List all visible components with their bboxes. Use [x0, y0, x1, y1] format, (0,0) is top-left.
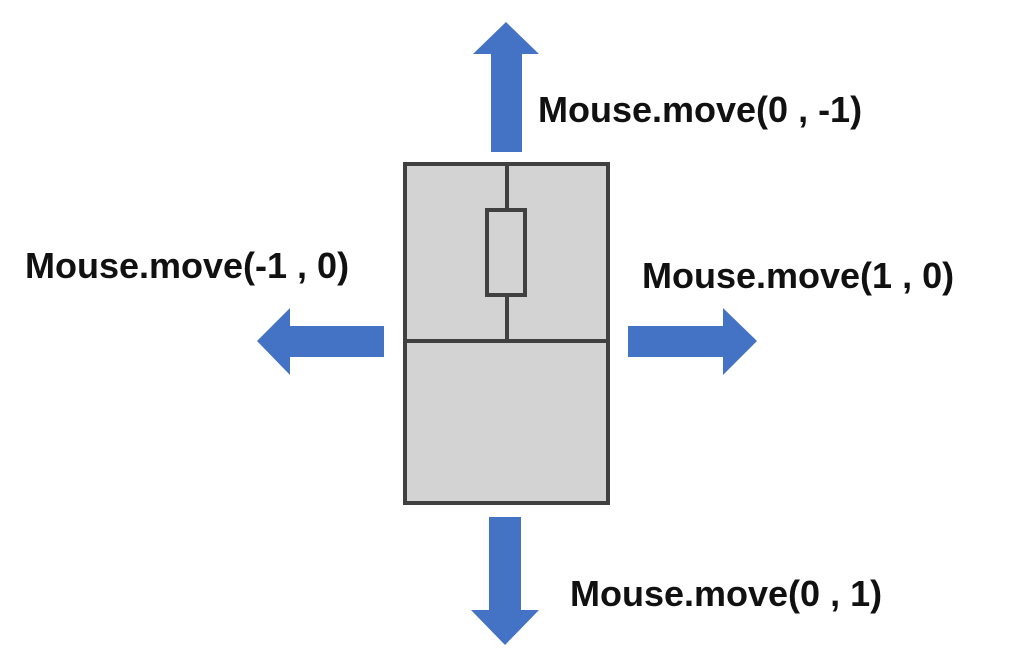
arrow-down [471, 517, 539, 645]
arrow-left [257, 308, 384, 375]
label-move-down: Mouse.move(0 , 1) [570, 573, 883, 614]
label-move-up: Mouse.move(0 , -1) [538, 89, 863, 130]
arrow-right [628, 308, 757, 375]
label-move-left: Mouse.move(-1 , 0) [25, 245, 350, 286]
mouse-icon [403, 162, 610, 505]
arrow-up [473, 22, 539, 152]
label-move-right: Mouse.move(1 , 0) [642, 255, 955, 296]
mouse-scroll-wheel [485, 208, 527, 297]
